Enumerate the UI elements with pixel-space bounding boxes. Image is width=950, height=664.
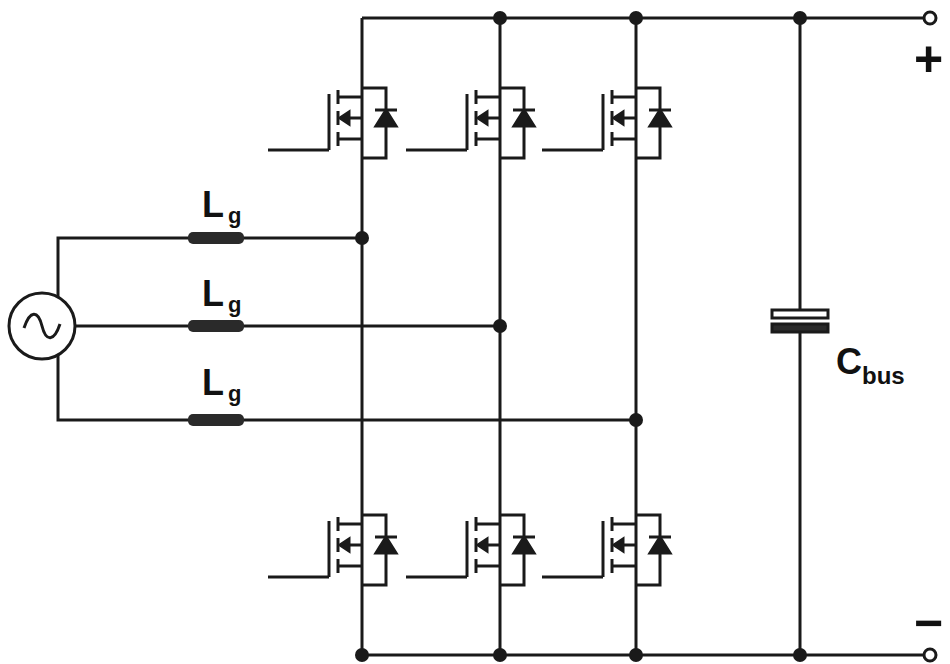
inductor-label: L [202,365,224,401]
inductor-subscript: g [228,205,241,227]
leg-wire [499,18,502,655]
switch-legs [268,18,671,655]
bus-capacitor [772,310,828,332]
leg-wire [635,18,638,655]
terminals [924,12,936,661]
inductor-subscript: g [228,383,241,405]
mosfet-symbol [406,88,535,158]
positive-terminal-label: + [914,34,943,84]
capacitor-label: C [836,344,862,380]
inductors [188,232,244,426]
mosfet-symbol [268,515,397,585]
ac-source [9,293,75,359]
negative-terminal-label: − [914,598,943,648]
inductor-label: L [202,276,224,312]
capacitor-subscript: bus [862,364,905,388]
leg-wire [361,18,364,655]
mosfet-symbol [406,515,535,585]
mosfet-symbol [542,88,671,158]
mosfet-symbol [268,88,397,158]
inductor-label: L [202,187,224,223]
inductor-subscript: g [228,294,241,316]
junction-dots [355,11,807,662]
mosfet-symbol [542,515,671,585]
wires [58,18,924,655]
